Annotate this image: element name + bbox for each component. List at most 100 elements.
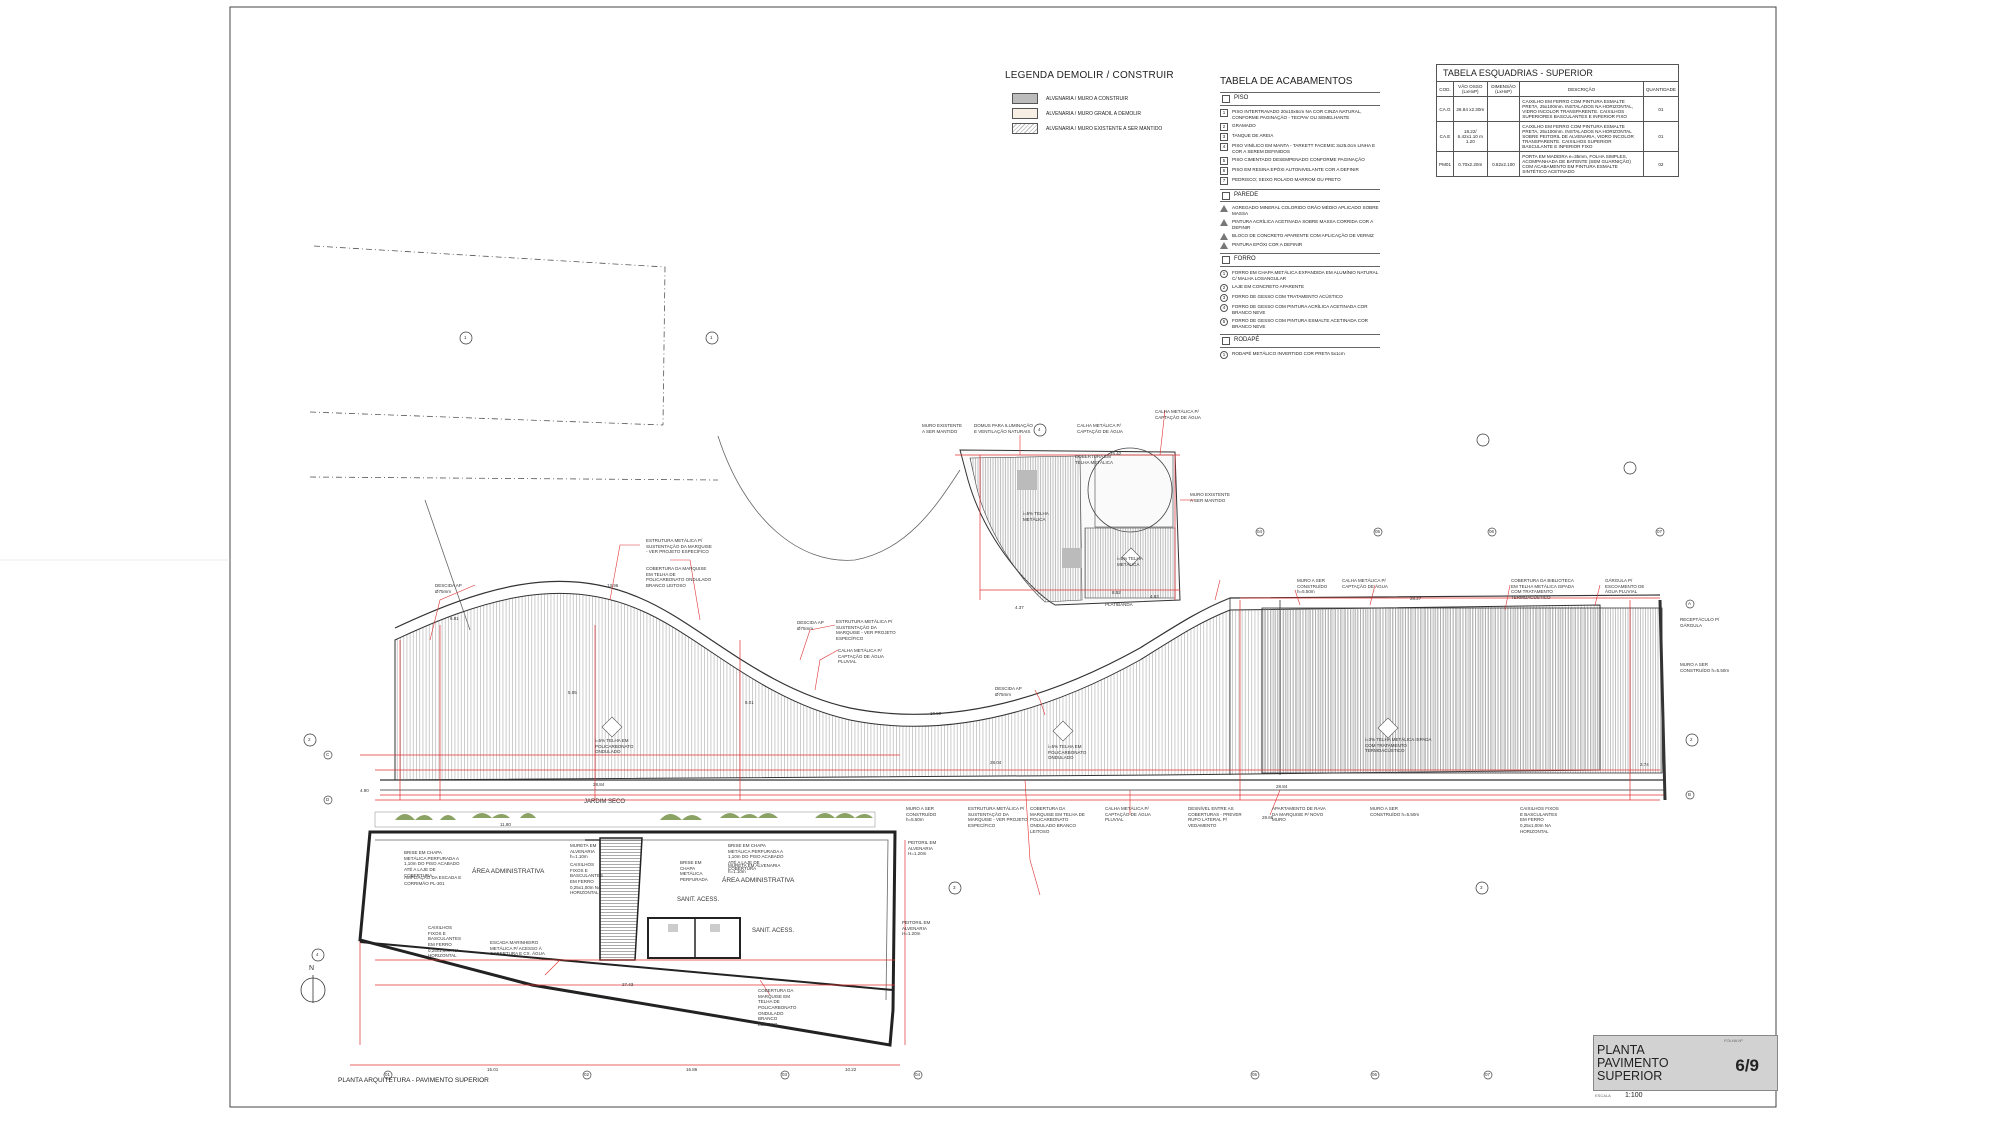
scale-value: 1:100 <box>1625 1092 1643 1099</box>
finishes-item-number: 1 <box>1220 350 1228 359</box>
finishes-item-text: PINTURA ACRÍLICA ACETINADA SOBRE MASSA C… <box>1232 219 1373 231</box>
finishes-item-text: PEDRISCO; SEIXO ROLADO MARROM OU PRETO <box>1232 176 1341 182</box>
frames-header: DESCRIÇÃO <box>1519 81 1644 97</box>
annotation-label: MURO EXISTENTE A SER MANTIDO <box>922 423 963 434</box>
dimension-value: 10.22 <box>845 1067 857 1072</box>
annotation-label: MURO EXISTENTE A SER MANTIDO <box>1190 492 1231 503</box>
axis-label: 04 <box>915 1072 921 1077</box>
axis-label: 06 <box>1372 1072 1378 1077</box>
annotation-label: BRISE EM CHAPA METÁLICA PERFURADA A 1,10… <box>728 843 784 871</box>
triangle-icon <box>1220 219 1228 227</box>
axis-label: 03 <box>782 1072 788 1077</box>
frames-cell-dim: 0.82x2.100 <box>1486 151 1521 177</box>
annotation-label: DESCIDA AP Ø75mm <box>435 583 462 594</box>
title-block: PLANTA PAVIMENTO SUPERIOR FOLHA Nº 6/9 <box>1593 1035 1778 1091</box>
axis-label: D <box>326 797 330 802</box>
annotation-label: MURO A SER CONSTRUÍDO h=5.50m <box>906 806 937 823</box>
annotation-label: ESTRUTURA METÁLICA P/ SUSTENTAÇÃO DA MAR… <box>968 806 1028 828</box>
annotation-label: CAIXILHOS FIXOS E BASCULANTES EM FERRO 0… <box>1520 806 1559 834</box>
frames-table-title: TABELA ESQUADRIAS - SUPERIOR <box>1436 64 1679 82</box>
legend-title: LEGENDA DEMOLIR / CONSTRUIR <box>1005 70 1174 81</box>
legend-swatch-hatch <box>1012 123 1038 134</box>
finishes-item-text: FORRO DE GESSO COM PINTURA ESMALTE ACETI… <box>1232 318 1368 329</box>
finishes-item-text: PINTURA EPÓXI COR A DEFINIR <box>1232 242 1303 248</box>
finishes-item: PINTURA ACRÍLICA ACETINADA SOBRE MASSA C… <box>1220 219 1380 231</box>
legend-item-label: ALVENARIA / MURO GRADIL A DEMOLIR <box>1046 110 1142 117</box>
dimension-value: 28.27 <box>1410 596 1422 601</box>
axis-label: 07 <box>1657 529 1663 534</box>
frames-cell-cod: CA.G <box>1435 96 1455 122</box>
annotation-label: PEITORIL EM ALVENARIA H=1.20m <box>908 840 937 857</box>
dimension-value: 10.59 <box>930 711 942 716</box>
annotation-label: CALHA METÁLICA P/ CAPTAÇÃO DE ÁGUA PLUVI… <box>838 648 884 665</box>
finishes-section-title: FORRO <box>1220 253 1380 268</box>
frames-header: COD. <box>1435 81 1455 97</box>
finishes-section-title: PISO <box>1220 92 1380 106</box>
table-row: CA.G 26.84 x2.30m CAIXILHO EM FERRO COM … <box>1435 96 1680 122</box>
dimension-value: 8.01 <box>745 700 754 705</box>
finishes-item-text: GRAMADO <box>1232 122 1256 128</box>
scale-row: ESCALA 1:100 <box>1593 1090 1776 1101</box>
axis-label: 02 <box>584 1072 590 1077</box>
legend-swatch-dark <box>1012 93 1038 104</box>
finishes-item-number: 3 <box>1220 132 1228 141</box>
annotation-label: BRISE EM CHAPA METÁLICA PERFURADA A 1,10… <box>404 850 460 878</box>
sanitary-rooms <box>647 917 741 959</box>
library-roof <box>1261 607 1663 774</box>
finishes-table: TABELA DE ACABAMENTOS PISO 1 PISO INTERTR… <box>1220 75 1380 361</box>
annotation-label: CALHA METÁLICA P/ CAPTAÇÃO DE ÁGUA <box>1155 409 1201 420</box>
dimension-value: 28.04 <box>990 760 1002 765</box>
dimension-lines <box>350 454 1660 1066</box>
legend-item-label: ALVENARIA / MURO A CONSTRUIR <box>1046 95 1129 102</box>
finishes-item-text: LAJE EM CONCRETO APARENTE <box>1232 284 1305 290</box>
annotation-label: CALHA METÁLICA P/ CAPTAÇÃO DE ÁGUA <box>1342 578 1388 589</box>
annotation-label: DESNÍVEL ENTRE AS COBERTURAS - PREVER RU… <box>1188 806 1242 828</box>
room-label-sanitary: SANIT. ACESS. <box>752 928 795 934</box>
legend-item: ALVENARIA / MURO A CONSTRUIR <box>1012 93 1128 104</box>
dimension-value: 4.90 <box>360 788 369 793</box>
annotation-leaders <box>429 409 1601 996</box>
finishes-item: AGREGADO MINERAL COLORIDO GRÃO MÉDIO APL… <box>1220 205 1380 217</box>
axis-label: 07 <box>1485 1072 1491 1077</box>
section-label: 3 <box>953 885 956 890</box>
roof-slope-tags <box>601 547 1399 742</box>
frames-cell-qty: 01 <box>1642 121 1680 152</box>
admin-block-walls <box>358 830 897 1047</box>
legend-swatch-light <box>1012 108 1038 119</box>
frames-cell-vao: 18.22/ 6.42x1.10 m 1.20 <box>1453 121 1488 152</box>
finishes-item-number: 5 <box>1220 156 1228 165</box>
finishes-item-text: PISO INTERTRAVADO 20x10x6cm NA COR CINZA… <box>1232 108 1362 120</box>
finishes-item-number: 1 <box>1220 108 1228 117</box>
grid-axis-markers <box>323 527 1695 1080</box>
dimension-value: 28.84 <box>593 782 605 787</box>
axis-label: 06 <box>1489 529 1495 534</box>
annotation-label: COBERTURA DA MARQUISE EM TELHA DE POLICA… <box>1030 806 1085 834</box>
north-arrow <box>300 975 326 1003</box>
roof-label: i=5% TELHA METÁLICA <box>1023 511 1049 522</box>
frames-header: QUANTIDADE <box>1642 81 1680 97</box>
annotation-label: ESCADA MARINHEIRO METÁLICA P/ ACESSO À C… <box>490 940 545 957</box>
annotation-label: DOMUS PARA ILUMINAÇÃO E VENTILAÇÃO NATUR… <box>974 423 1033 434</box>
dimension-value: 15.42 <box>1110 451 1122 456</box>
frames-cell-vao: 26.84 x2.30m <box>1453 96 1488 122</box>
annotation-label: GÁRGULA P/ ESCOAMENTO DE ÁGUA PLUVIAL <box>1605 578 1645 595</box>
annotation-label: AMPLIAÇÃO DA ESCADA E CORRIMÃO PL-301 <box>404 875 462 886</box>
annotation-label: MURETA EM ALVENARIA h=1.10m <box>728 863 781 874</box>
section-label: 3 <box>1480 885 1483 890</box>
section-label: 4 <box>316 952 319 957</box>
finishes-title: TABELA DE ACABAMENTOS <box>1220 76 1353 87</box>
finishes-section-title: PAREDE <box>1220 188 1380 203</box>
finishes-item-text: PISO EM RESINA EPÓXI AUTONIVELANTE COR A… <box>1232 166 1359 172</box>
annotation-label: ESTRUTURA METÁLICA P/ SUSTENTAÇÃO DA MAR… <box>646 538 712 555</box>
finishes-item-text: FORRO EM CHAPA METÁLICA EXPANDIDA EM ALU… <box>1232 270 1379 282</box>
finishes-item-number: 4 <box>1220 142 1228 151</box>
legend-item-label: ALVENARIA / MURO EXISTENTE A SER MANTIDO <box>1046 125 1163 132</box>
